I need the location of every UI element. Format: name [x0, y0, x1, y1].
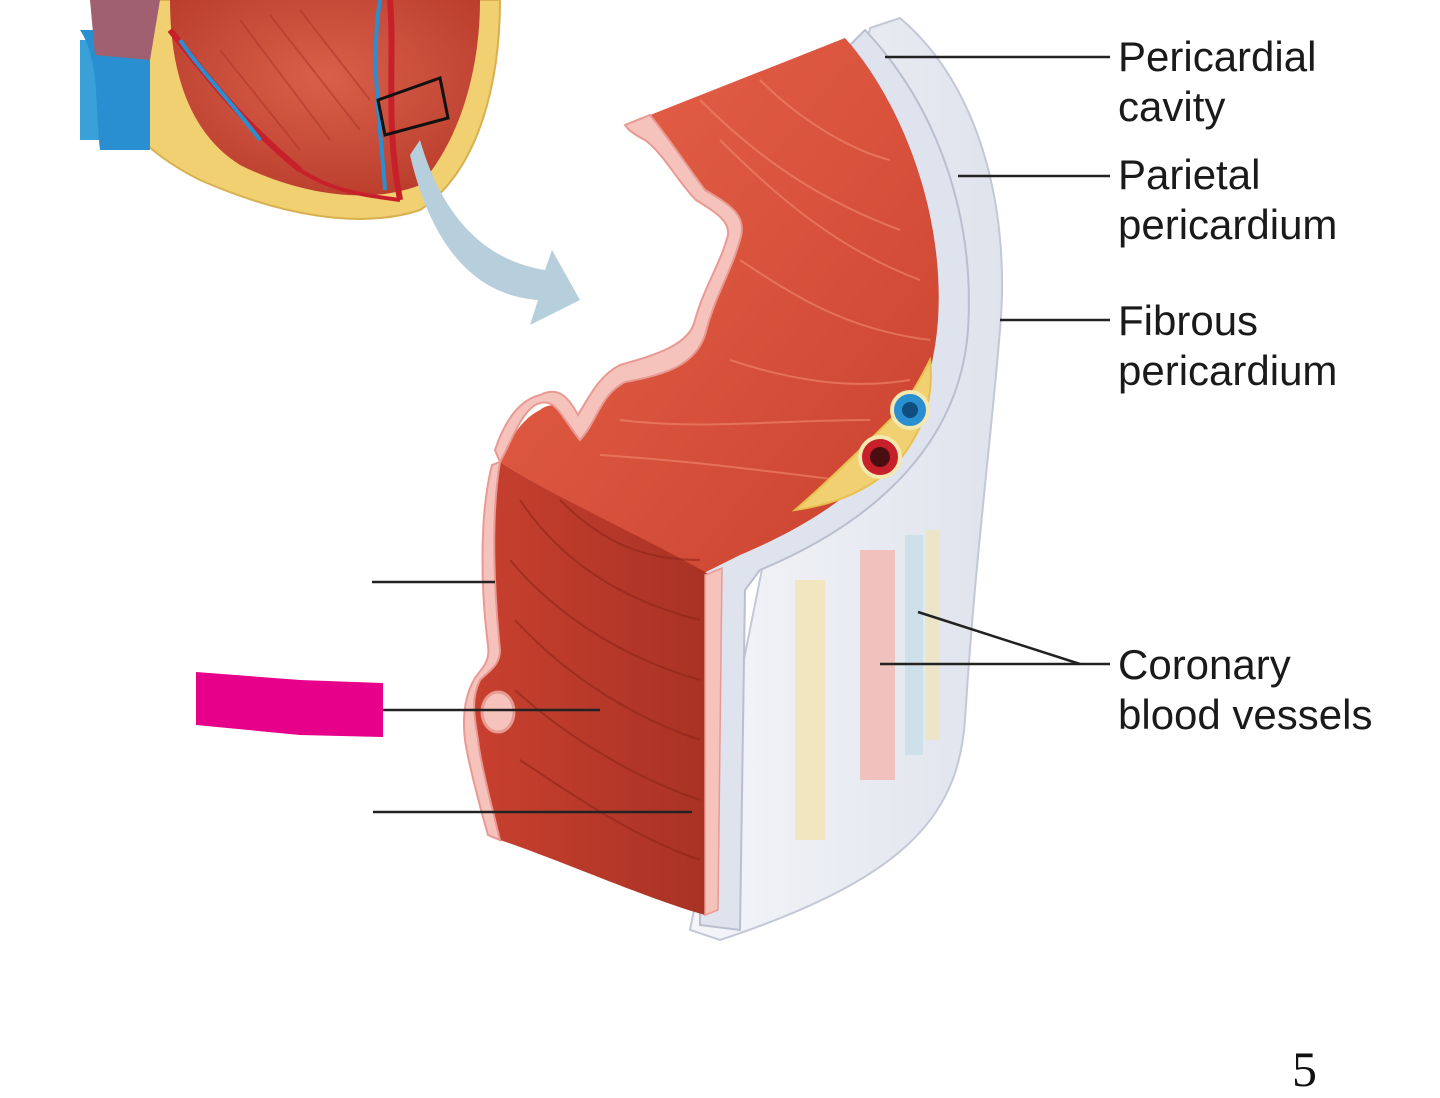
leader-lines — [372, 55, 1110, 814]
page-number: 5 — [1292, 1041, 1317, 1097]
label-fibrous-pericardium: Fibrous pericardium — [1118, 296, 1337, 396]
zoom-arrow — [410, 140, 580, 325]
label-line: cavity — [1118, 83, 1226, 130]
label-line: pericardium — [1118, 201, 1338, 248]
label-line: Parietal — [1118, 151, 1261, 198]
label-parietal-pericardium: Parietal pericardium — [1118, 150, 1337, 250]
label-pericardial-cavity: Pericardial cavity — [1118, 32, 1316, 132]
heart-illustration — [80, 0, 502, 220]
label-line: Coronary — [1118, 641, 1291, 688]
label-line: Pericardial — [1118, 33, 1317, 80]
label-line: Fibrous — [1118, 297, 1259, 344]
myocardium — [493, 38, 939, 575]
myocardium-cut-face — [462, 460, 723, 917]
label-line: pericardium — [1118, 347, 1338, 394]
label-line: blood vessels — [1118, 691, 1373, 738]
label-coronary-blood-vessels: Coronary blood vessels — [1118, 640, 1372, 740]
leader-coronary-1 — [917, 610, 1081, 666]
highlight-mark — [196, 672, 383, 737]
